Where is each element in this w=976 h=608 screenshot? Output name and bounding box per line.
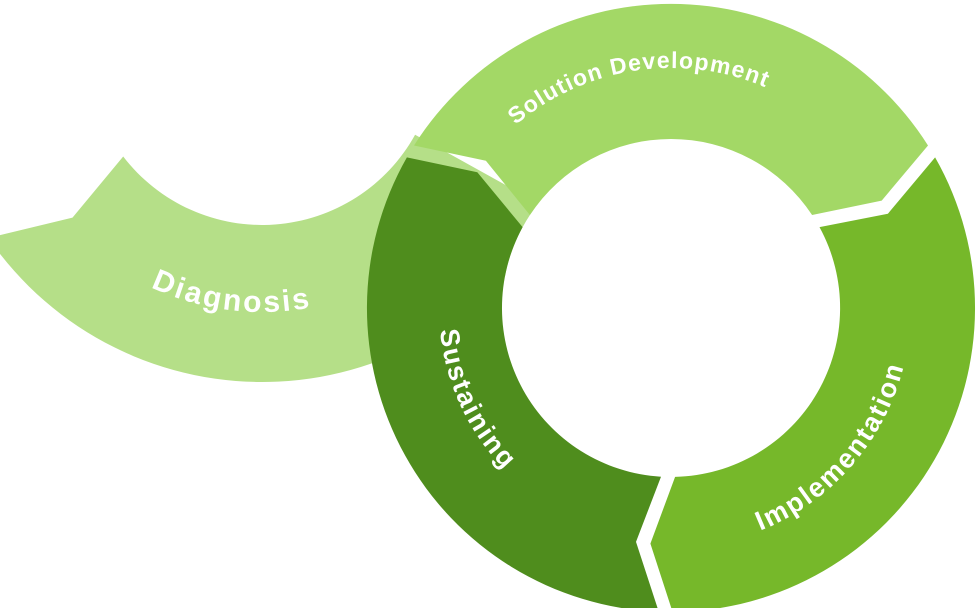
segment-solution-development [414,3,928,216]
segment-implementation [650,157,976,608]
segment-sustaining [366,157,661,608]
ring-hole [502,139,840,477]
